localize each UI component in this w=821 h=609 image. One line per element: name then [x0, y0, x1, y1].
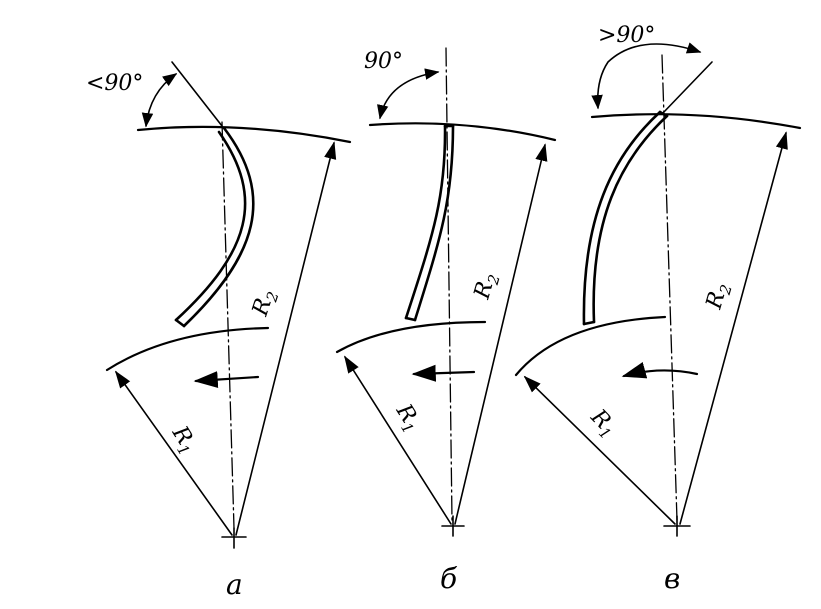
blade-end-v: [582, 320, 596, 326]
outer-arc-a: [136, 125, 352, 144]
panel-v: >90° R1 R2 в: [514, 23, 802, 595]
blade-end-b: [404, 316, 417, 322]
r2-line-v: [679, 131, 788, 525]
blade-inner-a: [174, 130, 247, 322]
r1-line-b: [344, 355, 452, 525]
rotation-arrow-a: [193, 371, 260, 389]
r1-line-a: [114, 370, 233, 536]
blade-tangent-a: [171, 61, 223, 127]
center-line-a: [221, 121, 235, 529]
blade-top-v: [658, 110, 669, 118]
r1-label-a: R1: [164, 421, 202, 459]
r2-label-a: R2: [248, 286, 283, 320]
blade-outer-a: [182, 126, 255, 328]
angle-label-b: 90°: [364, 49, 403, 74]
angle-arc-v: [591, 42, 702, 110]
r2-label-b: R2: [469, 270, 503, 304]
r2-line-b: [454, 143, 548, 525]
caption-b: б: [440, 562, 458, 595]
blade-end-a: [174, 318, 186, 328]
panel-b: 90° R1 R2 б: [335, 47, 557, 595]
inner-arc-v: [514, 315, 667, 377]
angle-label-v: >90°: [598, 23, 655, 48]
inner-arc-b: [335, 320, 487, 354]
caption-v: в: [664, 562, 680, 595]
r2-line-a: [235, 141, 337, 536]
angle-label-a: <90°: [86, 71, 143, 96]
center-line-v: [661, 54, 678, 521]
blade-tangent-v: [661, 61, 713, 115]
outer-arc-v: [590, 113, 802, 130]
inner-arc-a: [105, 326, 270, 372]
blade-outer-v: [592, 114, 669, 324]
center-line-b: [445, 47, 453, 521]
rotation-arrow-v: [621, 362, 699, 379]
blade-inner-v: [582, 110, 662, 326]
caption-a: а: [226, 568, 243, 601]
r1-label-v: R1: [583, 404, 622, 443]
panel-a: <90° R1 R2 а: [86, 61, 352, 601]
outer-arc-b: [368, 122, 557, 142]
blade-outer-b: [413, 124, 455, 322]
angle-arc-b: [377, 68, 440, 120]
rotation-arrow-b: [411, 364, 476, 382]
r1-line-v: [523, 375, 676, 525]
blade-inner-b: [404, 124, 447, 320]
r2-label-v: R2: [701, 280, 735, 314]
angle-arc-a: [141, 73, 178, 128]
r1-label-b: R1: [388, 399, 426, 437]
